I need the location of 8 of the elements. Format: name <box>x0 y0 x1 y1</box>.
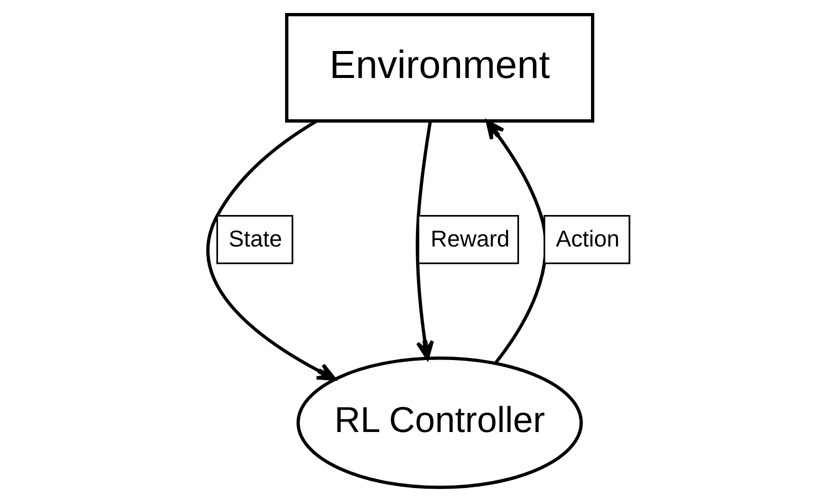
node-box: Environment <box>284 12 594 123</box>
edge-label: Action <box>555 225 619 252</box>
arrow <box>206 120 336 381</box>
edge-label: State <box>228 225 282 252</box>
edge-label: Reward <box>430 225 510 252</box>
arrow <box>415 121 434 360</box>
node-ellipse: RL Controller <box>296 356 582 490</box>
arrow <box>485 120 547 364</box>
